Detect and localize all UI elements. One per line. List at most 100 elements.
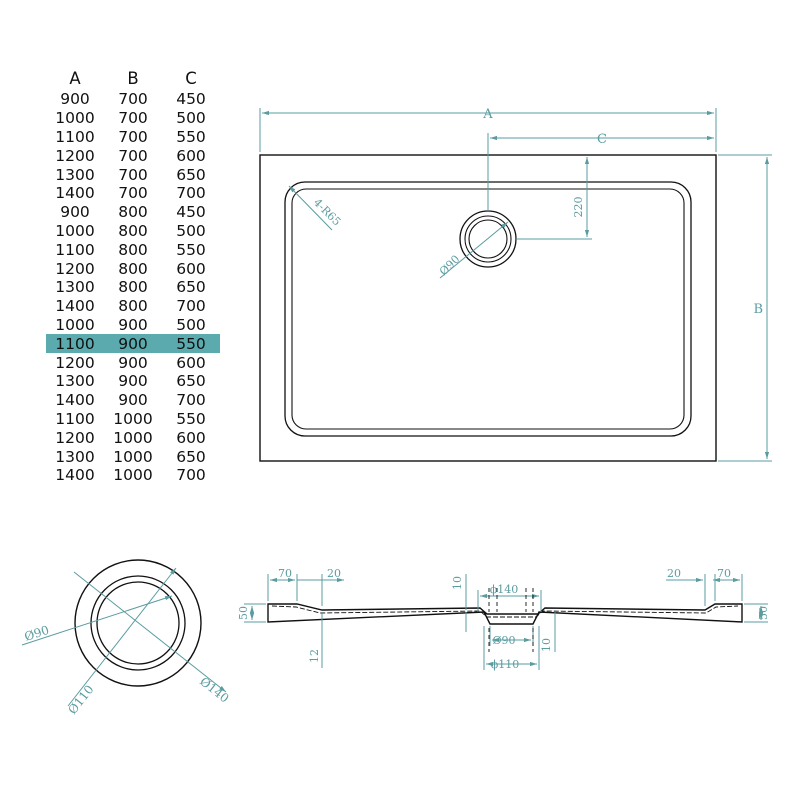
table-cell-b: 700	[118, 165, 148, 184]
table-cell-c: 600	[176, 146, 206, 165]
section-label-thickness: 12	[308, 649, 321, 663]
table-cell-b: 1000	[113, 409, 153, 428]
drain-detail-mid	[90, 575, 186, 671]
dim-label-220: 220	[572, 197, 585, 218]
table-cell-c: 450	[176, 203, 206, 222]
table-cell-c: 500	[176, 221, 206, 240]
dim-label-c: C	[597, 132, 607, 147]
table-cell-c: 600	[176, 259, 206, 278]
drain-mid-circle	[464, 215, 512, 263]
drain-detail-inner	[96, 581, 180, 665]
table-cell-c: 650	[176, 278, 206, 297]
table-cell-b: 800	[118, 259, 148, 278]
table-cell-b: 800	[118, 278, 148, 297]
drain-diameter-label: Ø90	[437, 253, 462, 278]
table-cell-a: 1300	[55, 447, 95, 466]
dim-label-b: B	[753, 302, 763, 317]
section-view: 70 20 20 70 50 50 ϕ140 Ø90 ϕ110 10 10 12	[237, 567, 770, 671]
table-cell-b: 800	[118, 221, 148, 240]
table-cell-a: 1300	[55, 165, 95, 184]
column-header-b: B	[127, 69, 139, 88]
table-cell-b: 900	[118, 353, 148, 372]
table-row: 900 800 450	[46, 203, 220, 222]
table-cell-a: 900	[60, 90, 90, 109]
table-cell-a: 900	[60, 203, 90, 222]
table-cell-a: 1000	[55, 315, 95, 334]
section-label-right-20: 20	[667, 567, 681, 580]
table-cell-b: 900	[118, 334, 148, 353]
table-cell-a: 1300	[55, 372, 95, 391]
table-cell-a: 1000	[55, 109, 95, 128]
table-cell-b: 1000	[113, 466, 153, 485]
table-cell-c: 450	[176, 90, 206, 109]
table-cell-a: 1300	[55, 278, 95, 297]
column-header-a: A	[69, 69, 81, 88]
table-cell-c: 550	[176, 240, 206, 259]
drain-detail-outer-label: Ø140	[197, 674, 231, 705]
table-row: 1200 900 600	[46, 353, 220, 372]
table-cell-c: 650	[176, 447, 206, 466]
tray-basin-inner	[291, 188, 685, 430]
table-cell-c: 700	[176, 466, 206, 485]
table-cell-b: 700	[118, 127, 148, 146]
section-label-right-70: 70	[717, 567, 731, 580]
table-cell-a: 1100	[55, 409, 95, 428]
table-cell-b: 700	[118, 184, 148, 203]
table-cell-b: 700	[118, 90, 148, 109]
table-cell-a: 1400	[55, 297, 95, 316]
table-cell-a: 1400	[55, 184, 95, 203]
section-label-left-70: 70	[278, 567, 292, 580]
table-cell-b: 800	[118, 203, 148, 222]
table-cell-a: 1400	[55, 391, 95, 410]
table-cell-a: 1200	[55, 146, 95, 165]
table-cell-c: 700	[176, 184, 206, 203]
table-cell-a: 1100	[55, 334, 95, 353]
table-cell-c: 500	[176, 315, 206, 334]
table-cell-c: 600	[176, 353, 206, 372]
table-row: 1400 900 700	[46, 391, 220, 410]
table-cell-b: 900	[118, 372, 148, 391]
plan-view: A C B 220 4-R65 Ø90	[259, 107, 772, 462]
table-row: 1300 900 650	[46, 372, 220, 391]
table-cell-c: 700	[176, 297, 206, 316]
table-cell-b: 900	[118, 391, 148, 410]
section-label-drain-inner: Ø90	[492, 634, 515, 647]
section-label-depth-top: 10	[451, 576, 464, 590]
table-cell-c: 550	[176, 127, 206, 146]
table-cell-b: 1000	[113, 447, 153, 466]
section-label-left-50: 50	[237, 606, 250, 620]
table-cell-a: 1400	[55, 466, 95, 485]
table-header-row: A B C	[46, 68, 220, 90]
drain-inner-circle	[468, 219, 508, 259]
column-header-c: C	[185, 69, 197, 88]
table-cell-b: 800	[118, 240, 148, 259]
table-cell-b: 1000	[113, 428, 153, 447]
table-cell-c: 700	[176, 391, 206, 410]
table-row: 1400 700 700	[46, 184, 220, 203]
table-cell-a: 1000	[55, 221, 95, 240]
table-cell-c: 650	[176, 372, 206, 391]
table-row: 900 700 450	[46, 90, 220, 109]
section-label-right-50: 50	[757, 606, 770, 620]
table-cell-b: 700	[118, 146, 148, 165]
drain-detail: Ø90 Ø110 Ø140	[21, 559, 232, 717]
dim-label-a: A	[482, 107, 493, 122]
section-label-drain-top: ϕ140	[490, 583, 519, 596]
table-row: 1200 700 600	[46, 146, 220, 165]
section-profile-outer	[267, 603, 743, 625]
drain-detail-outer	[74, 559, 202, 687]
section-profile-inner	[271, 605, 739, 618]
table-row: 1300 800 650	[46, 278, 220, 297]
table-cell-a: 1200	[55, 353, 95, 372]
